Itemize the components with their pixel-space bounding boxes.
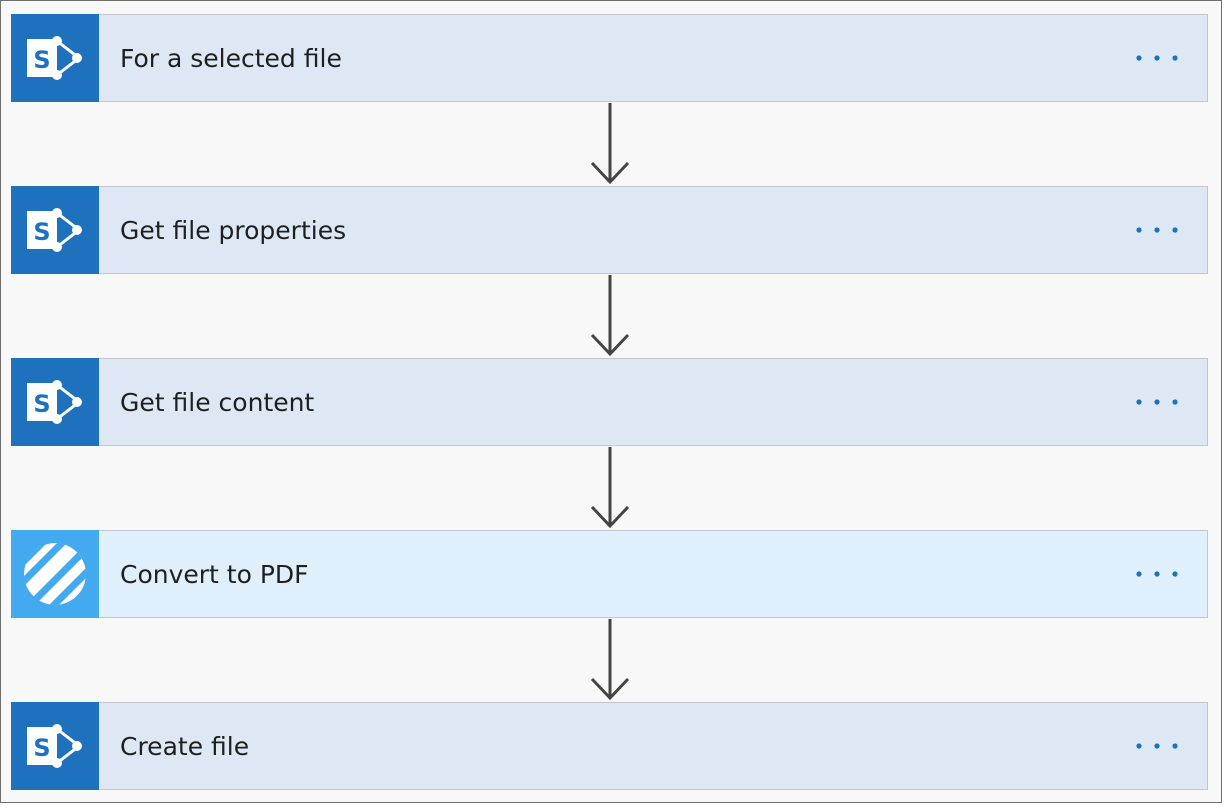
flow-arrow-icon bbox=[590, 447, 630, 529]
more-options-button[interactable] bbox=[1127, 554, 1187, 594]
sharepoint-icon: S bbox=[11, 13, 99, 102]
more-options-icon bbox=[1136, 55, 1178, 61]
more-options-icon bbox=[1136, 743, 1178, 749]
flow-arrow-icon bbox=[590, 275, 630, 357]
step-card-create-file[interactable]: S Create file bbox=[11, 701, 1208, 790]
more-options-button[interactable] bbox=[1127, 38, 1187, 78]
step-title: Get file content bbox=[120, 387, 315, 417]
svg-text:S: S bbox=[33, 390, 50, 418]
step-title: For a selected file bbox=[120, 43, 342, 73]
sharepoint-icon: S bbox=[11, 357, 99, 446]
more-options-button[interactable] bbox=[1127, 210, 1187, 250]
more-options-icon bbox=[1136, 571, 1178, 577]
step-title: Create file bbox=[120, 731, 250, 761]
striped-circle-icon bbox=[11, 529, 99, 618]
step-card-for-a-selected-file[interactable]: S For a selected file bbox=[11, 13, 1208, 102]
step-title: Get file properties bbox=[120, 215, 347, 245]
step-card-get-file-properties[interactable]: S Get file properties bbox=[11, 185, 1208, 274]
step-title: Convert to PDF bbox=[120, 559, 309, 589]
step-card-get-file-content[interactable]: S Get file content bbox=[11, 357, 1208, 446]
flow-arrow-icon bbox=[590, 619, 630, 701]
more-options-button[interactable] bbox=[1127, 726, 1187, 766]
svg-text:S: S bbox=[33, 46, 50, 74]
sharepoint-icon: S bbox=[11, 701, 99, 790]
step-card-convert-to-pdf[interactable]: Convert to PDF bbox=[11, 529, 1208, 618]
sharepoint-icon: S bbox=[11, 185, 99, 274]
more-options-icon bbox=[1136, 399, 1178, 405]
more-options-button[interactable] bbox=[1127, 382, 1187, 422]
flow-arrow-icon bbox=[590, 103, 630, 185]
svg-text:S: S bbox=[33, 734, 50, 762]
svg-text:S: S bbox=[33, 218, 50, 246]
more-options-icon bbox=[1136, 227, 1178, 233]
